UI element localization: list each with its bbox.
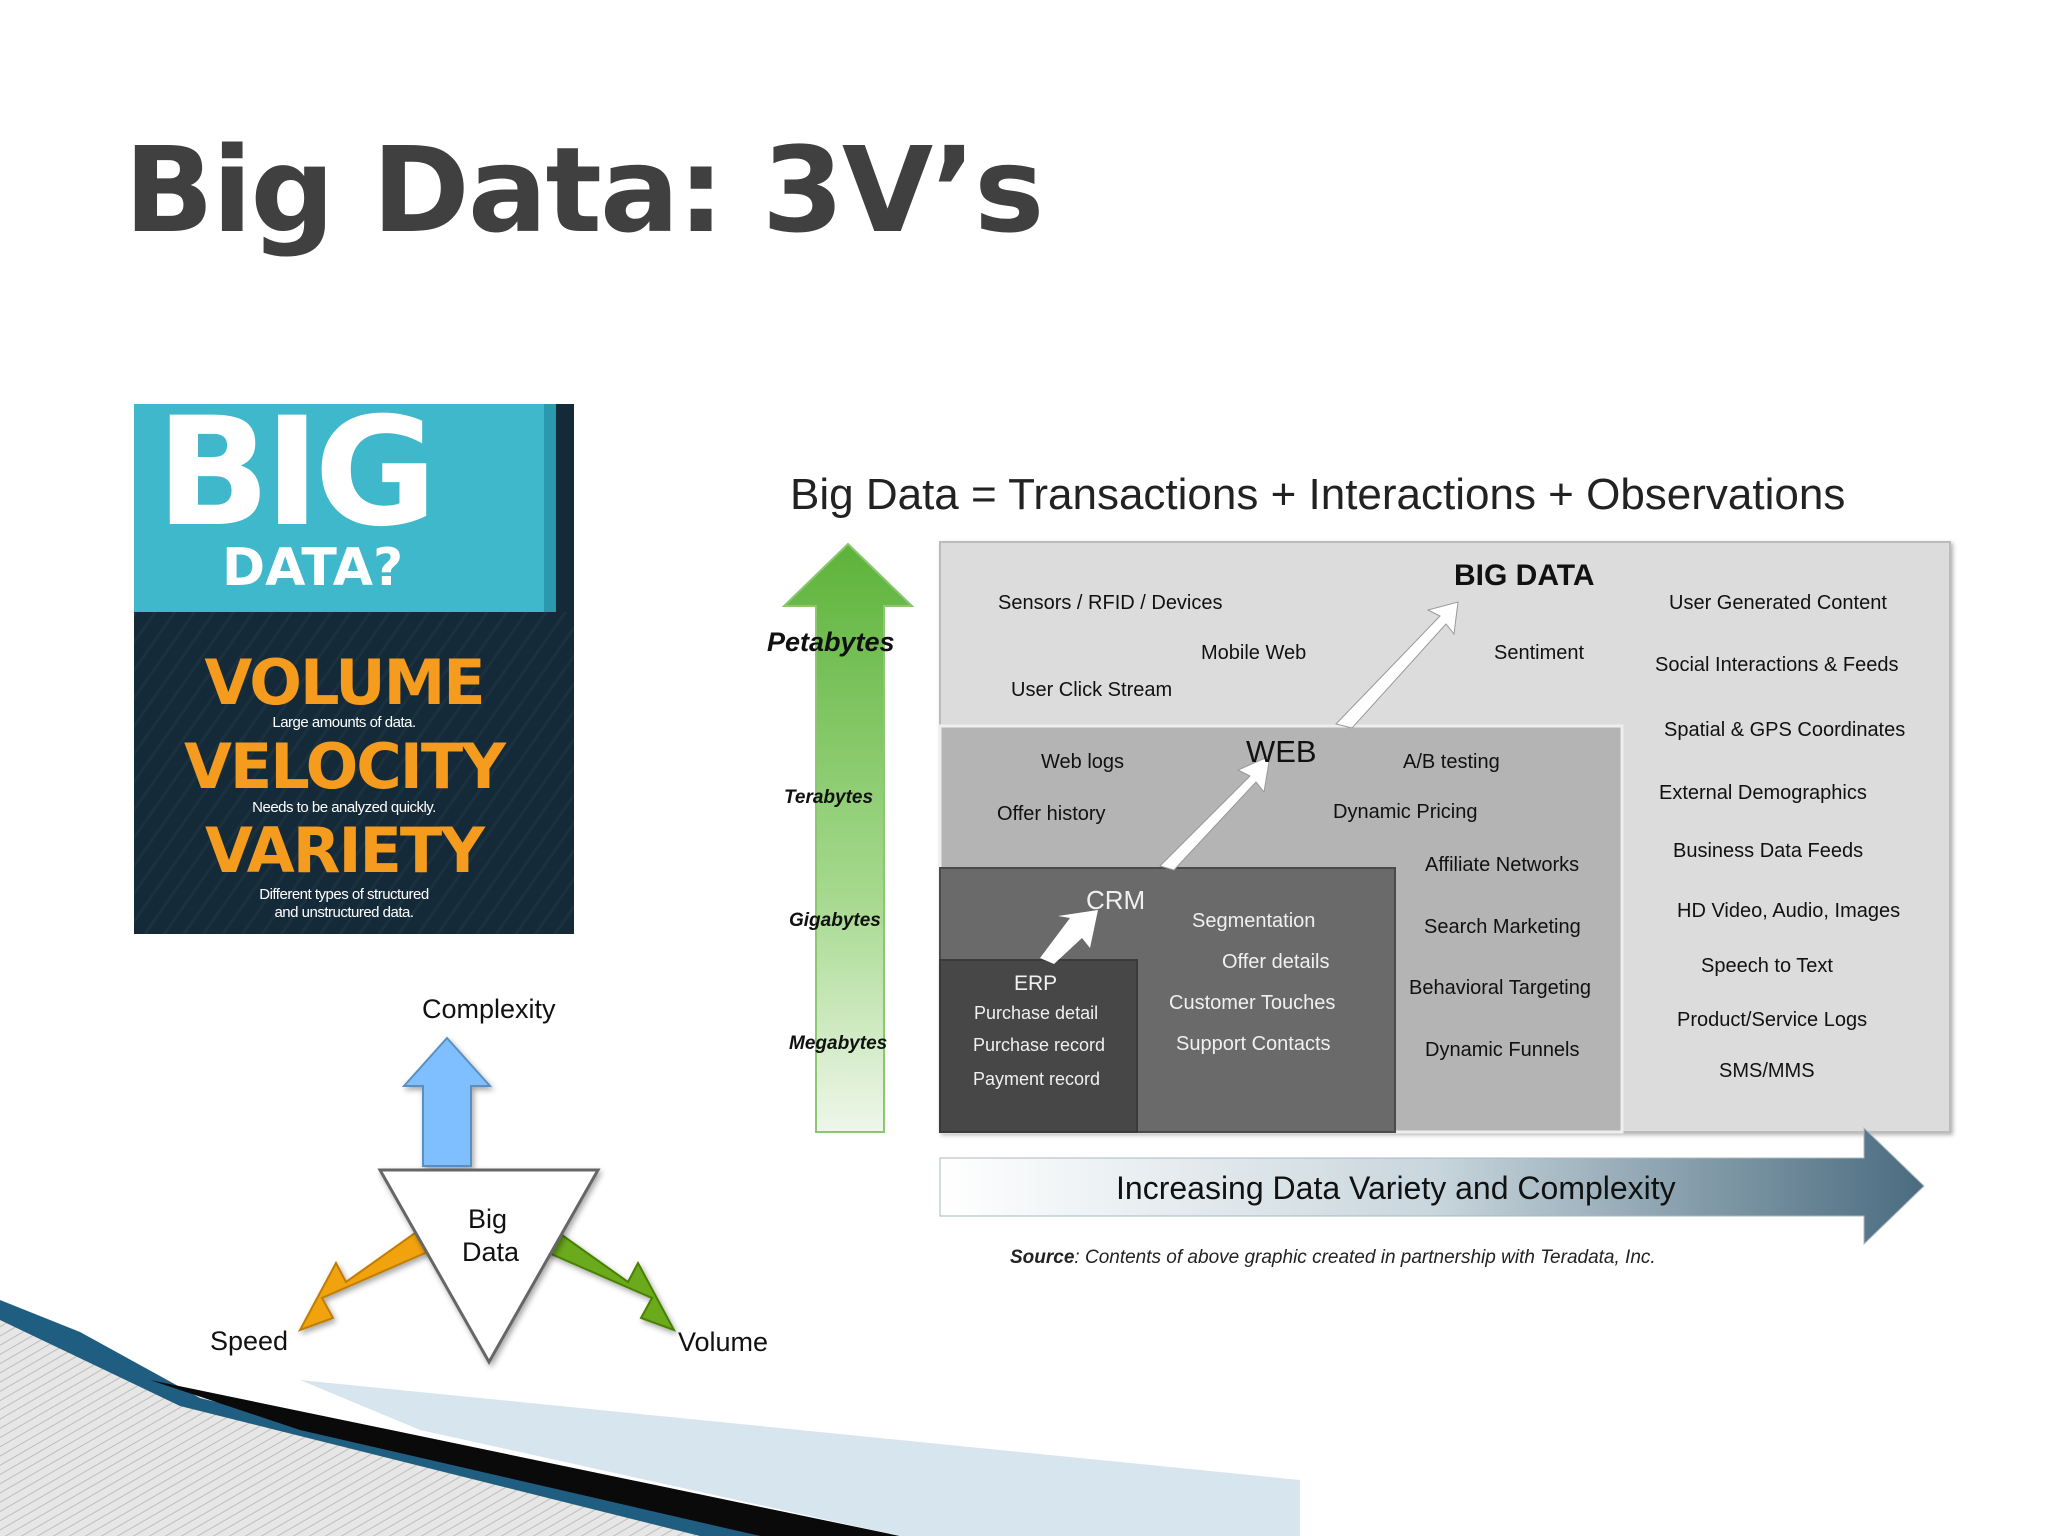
bigdata-item: User Click Stream xyxy=(1011,679,1172,702)
poster-variety-desc-2: and unstructured data. xyxy=(134,904,564,921)
observation-item: SMS/MMS xyxy=(1719,1060,1815,1083)
scale-gigabytes: Gigabytes xyxy=(789,910,881,932)
observation-item: Social Interactions & Feeds xyxy=(1655,654,1898,677)
bigdata-item: Mobile Web xyxy=(1201,642,1306,665)
source-note-bold: Source xyxy=(1010,1247,1074,1268)
erp-item: Payment record xyxy=(973,1069,1100,1090)
observation-item: Spatial & GPS Coordinates xyxy=(1664,719,1905,742)
source-note-text: : Contents of above graphic created in p… xyxy=(1074,1247,1655,1268)
interaction-item: Behavioral Targeting xyxy=(1409,977,1591,1000)
poster-question: DATA? xyxy=(222,542,403,594)
observation-item: Speech to Text xyxy=(1701,955,1833,978)
source-note: Source: Contents of above graphic create… xyxy=(1010,1247,1656,1269)
three-v-triangle xyxy=(200,980,790,1380)
triangle-center-line-2: Data xyxy=(462,1237,519,1268)
observation-item: Business Data Feeds xyxy=(1673,840,1863,863)
complexity-label: Complexity xyxy=(422,994,556,1025)
crm-item: Segmentation xyxy=(1192,910,1315,933)
bigdata-item: Sensors / RFID / Devices xyxy=(998,592,1223,615)
web-item: Dynamic Pricing xyxy=(1333,801,1477,824)
slide-title: Big Data: 3V’s xyxy=(124,126,1042,256)
up-arrow-icon xyxy=(404,1038,490,1166)
interaction-item: Affiliate Networks xyxy=(1425,854,1579,877)
observation-item: External Demographics xyxy=(1659,782,1867,805)
big-data-poster: BIG DATA? VOLUME Large amounts of data. … xyxy=(134,404,574,934)
poster-big: BIG xyxy=(156,404,431,548)
poster-volume-desc: Large amounts of data. xyxy=(134,714,564,731)
crm-zone-title: CRM xyxy=(1086,885,1145,916)
bigdata-item: Sentiment xyxy=(1494,642,1584,665)
crm-item: Support Contacts xyxy=(1176,1033,1331,1056)
crm-item: Offer details xyxy=(1222,951,1329,974)
crm-item: Customer Touches xyxy=(1169,992,1335,1015)
triangle-center-line-1: Big xyxy=(468,1204,507,1235)
scale-megabytes: Megabytes xyxy=(789,1033,887,1055)
scale-petabytes: Petabytes xyxy=(767,627,895,658)
erp-item: Purchase record xyxy=(973,1035,1105,1056)
erp-item: Purchase detail xyxy=(974,1003,1098,1024)
web-zone-title: WEB xyxy=(1246,734,1317,770)
poster-header-edge xyxy=(544,404,556,612)
variety-arrow-label: Increasing Data Variety and Complexity xyxy=(1116,1170,1676,1207)
web-item: Web logs xyxy=(1041,751,1124,774)
poster-variety: VARIETY xyxy=(134,820,564,882)
right-arrow-icon xyxy=(542,1228,674,1330)
observation-item: Product/Service Logs xyxy=(1677,1009,1867,1032)
interaction-item: Dynamic Funnels xyxy=(1425,1039,1580,1062)
web-item: A/B testing xyxy=(1403,751,1500,774)
left-arrow-icon xyxy=(300,1228,432,1330)
interaction-item: Search Marketing xyxy=(1424,916,1581,939)
observation-item: User Generated Content xyxy=(1669,592,1887,615)
observation-item: HD Video, Audio, Images xyxy=(1677,900,1900,923)
poster-velocity: VELOCITY xyxy=(134,736,564,798)
speed-label: Speed xyxy=(210,1326,288,1357)
big-data-zone-title: BIG DATA xyxy=(1454,559,1595,593)
poster-volume: VOLUME xyxy=(134,652,564,714)
erp-zone-title: ERP xyxy=(1014,972,1057,996)
poster-variety-desc-1: Different types of structured xyxy=(134,886,564,903)
scale-terabytes: Terabytes xyxy=(784,787,873,809)
equation-title: Big Data = Transactions + Interactions +… xyxy=(790,470,1845,520)
volume-label: Volume xyxy=(678,1327,768,1358)
web-item: Offer history xyxy=(997,803,1106,826)
